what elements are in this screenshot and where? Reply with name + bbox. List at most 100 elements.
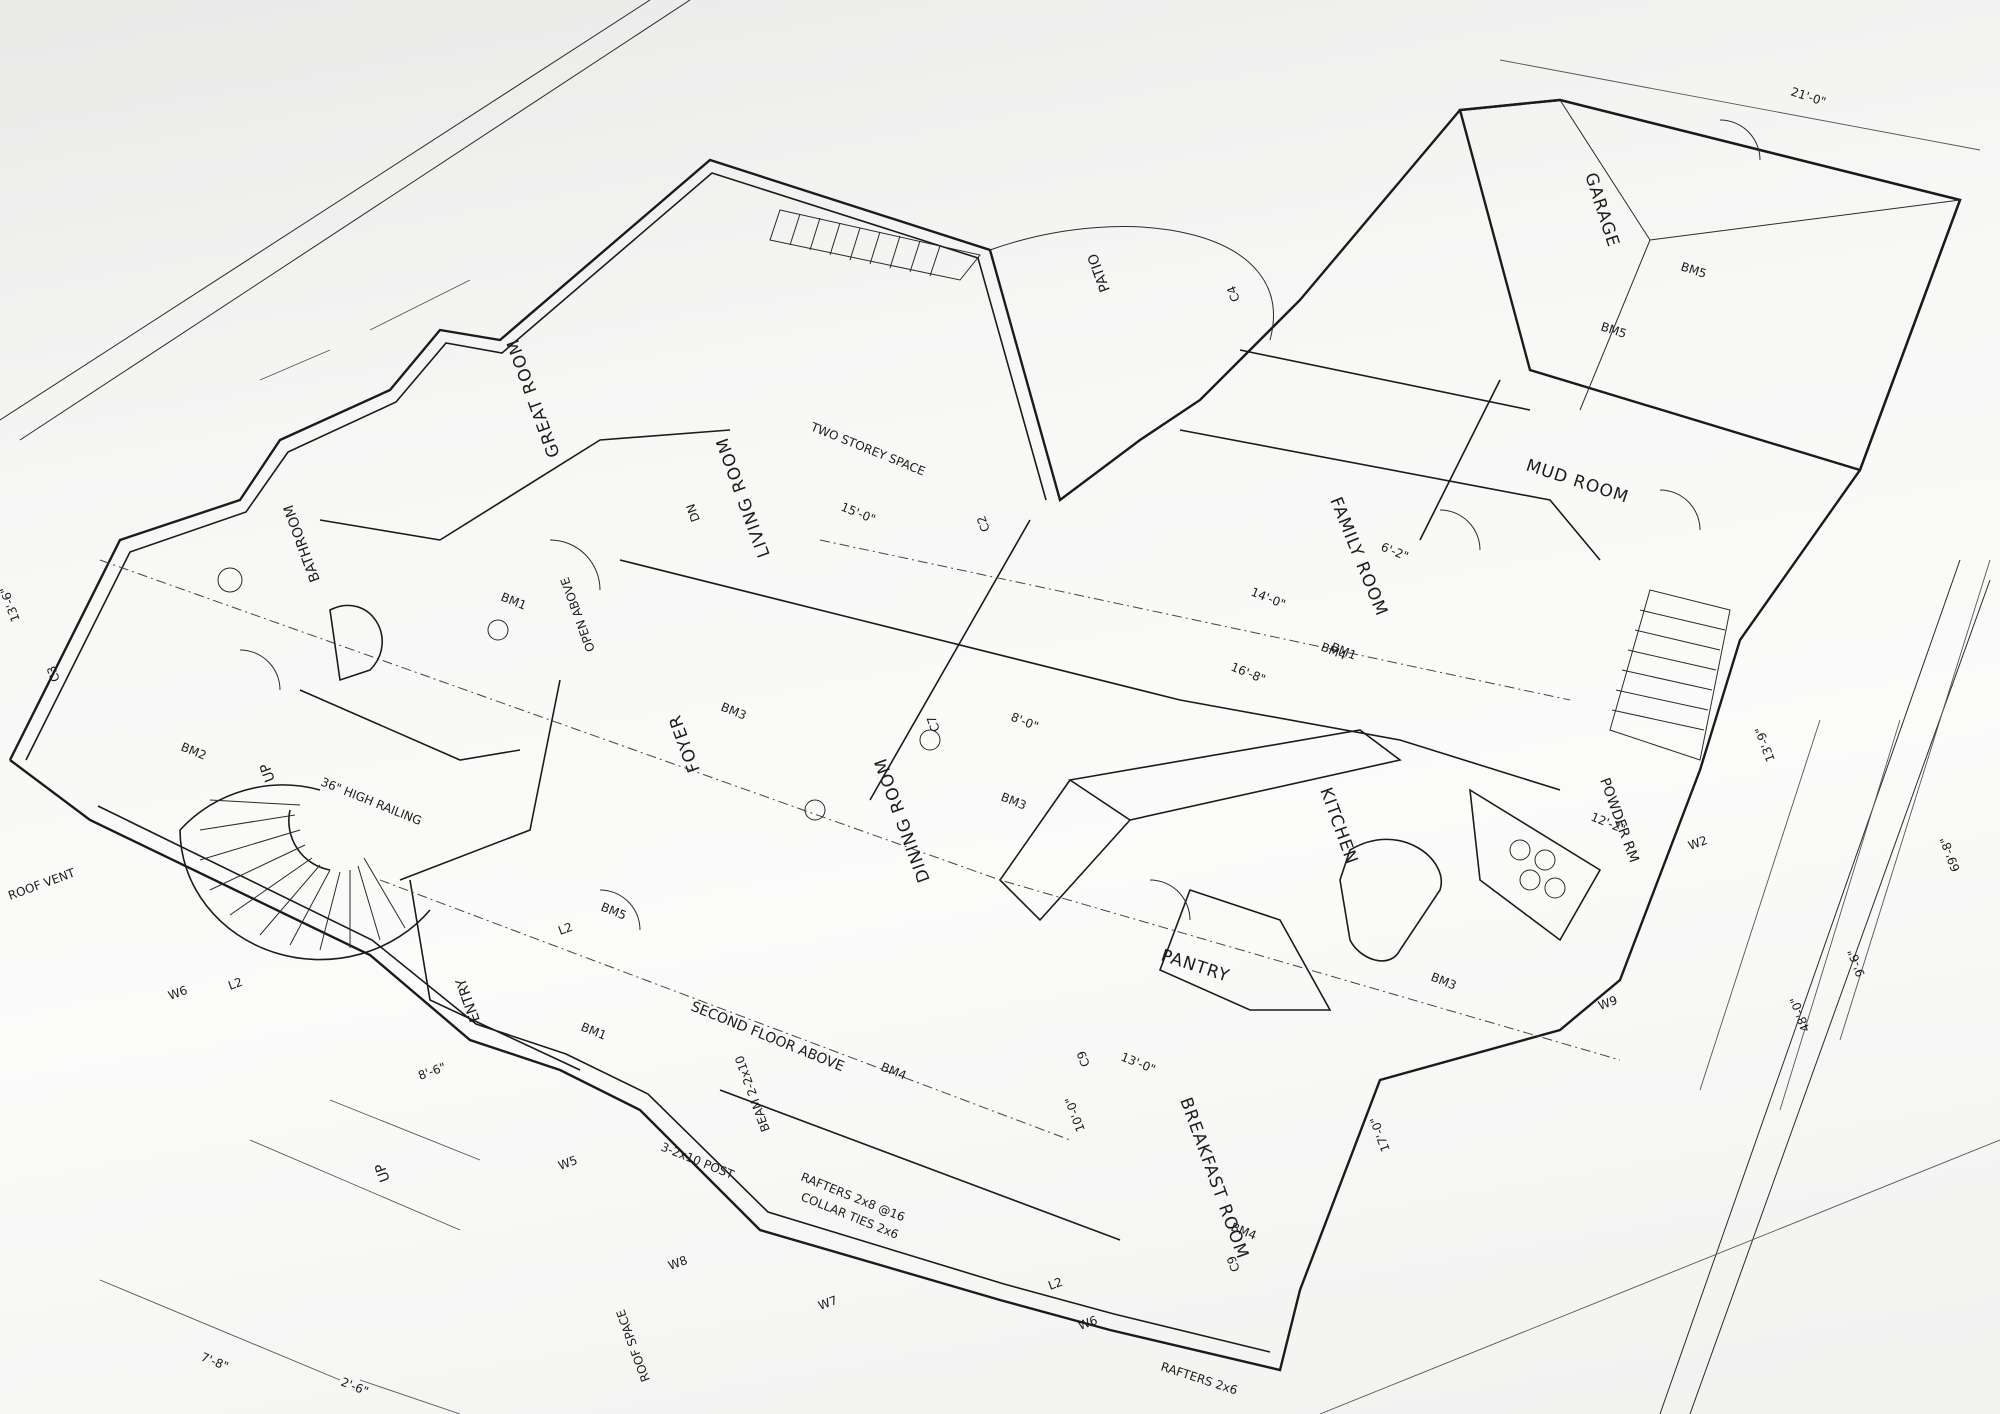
dimension-13: 7'-8" (199, 1350, 231, 1374)
dining-room-label: DINING ROOM (871, 755, 935, 885)
garage-roof-ridge (1579, 239, 1651, 411)
rafters-bottom-note: RAFTERS 2x6 (1159, 1360, 1239, 1398)
patio-label: PATIO (1085, 251, 1114, 294)
column-symbol-4 (217, 567, 243, 593)
stair-treads (199, 799, 406, 951)
entry-label: ENTRY (453, 976, 484, 1024)
beam-tag-11: BM5 (1599, 320, 1628, 341)
patio-outline (989, 226, 1274, 341)
stair-inner-arc (288, 809, 331, 871)
door-swing-6 (239, 649, 281, 691)
tag-w6-1: W6 (166, 983, 189, 1003)
interior-wall-north-inner (25, 172, 1047, 761)
roof-vent-note: ROOF VENT (6, 865, 77, 902)
stair-outer-arc (179, 784, 321, 831)
stair-dn-label: DN (683, 502, 702, 524)
wall-mudroom-north (1239, 349, 1531, 411)
beam-note: BEAM 2-2x10 (732, 1054, 773, 1134)
wall-stair (399, 679, 561, 881)
open-above-note: OPEN ABOVE (558, 575, 598, 653)
tag-w9: W9 (1596, 993, 1619, 1013)
stair-up-label-2: UP (372, 1161, 393, 1184)
tag-c9-2: C9 (1224, 1254, 1243, 1274)
tag-w7: W7 (816, 1293, 839, 1313)
tag-c7: C7 (924, 714, 943, 734)
post-note: 3-2x10 POST (659, 1140, 737, 1182)
door-swing-1 (549, 539, 601, 591)
dimension-11: 21'-0" (1789, 85, 1828, 109)
tag-w5: W5 (556, 1153, 579, 1173)
tag-l2-1: L2 (226, 975, 244, 993)
beam-tag-2: BM2 (179, 740, 209, 763)
pantry-walls (1158, 888, 1332, 1011)
tag-c3: C3 (44, 664, 63, 684)
great-room-label: GREAT ROOM (503, 336, 565, 460)
tag-l2-3: L2 (1046, 1275, 1064, 1293)
door-swing-7 (599, 889, 641, 931)
sink-bowl-3 (1519, 869, 1541, 891)
door-swing-2 (1439, 509, 1481, 551)
family-room-label: FAMILY ROOM (1325, 494, 1391, 619)
dimension-9: 69'-8" (1937, 835, 1962, 874)
wall-bathroom (319, 519, 441, 541)
wall-living-west (409, 879, 581, 1071)
column-symbol-3 (919, 729, 941, 751)
dimension-16: 6'-2" (1379, 540, 1411, 564)
wall-entry (299, 689, 521, 761)
tag-c2: C2 (974, 514, 993, 534)
tag-c4: C4 (1224, 284, 1243, 304)
column-symbol-2 (804, 799, 826, 821)
wall-mudroom-east (1419, 379, 1501, 541)
two-storey-note: TWO STOREY SPACE (808, 419, 927, 478)
kitchen-label: KITCHEN (1315, 785, 1361, 868)
exterior-wall-south (9, 469, 1861, 1372)
kitchen-counter-north (1067, 729, 1402, 821)
exterior-wall-north (8, 98, 1962, 761)
tag-w2: W2 (1686, 833, 1709, 853)
bathtub (329, 604, 383, 682)
door-swing-5 (1659, 489, 1701, 531)
pantry-label: PANTRY (1158, 946, 1232, 987)
foyer-label: FOYER (665, 712, 704, 775)
garage-label: GARAGE (1580, 170, 1623, 250)
beam-tag-5: BM3 (1429, 970, 1459, 993)
kitchen-counter-east (1469, 788, 1602, 942)
stair-east (1609, 589, 1731, 761)
garage-roof-line (1559, 99, 1961, 241)
sink-bowl-4 (1544, 877, 1566, 899)
dimension-2: 16'-8" (1229, 660, 1268, 686)
stair-east-treads (1611, 609, 1726, 731)
dimension-5: 17'-0" (1367, 1115, 1392, 1154)
beam-tag-13: BM1 (579, 1020, 609, 1043)
wall-dining-family (869, 519, 1031, 801)
interior-wall-south-inner (97, 805, 1271, 1353)
dimension-lines-sw (99, 1099, 481, 1414)
stair-north (769, 209, 981, 281)
tag-c9-1: C9 (1074, 1049, 1093, 1069)
beam-tag-10: BM5 (1679, 260, 1708, 281)
beam-line-bm4 (719, 1089, 1121, 1241)
centre-line-2 (379, 879, 1071, 1141)
dimension-lines-east (1699, 559, 1991, 1111)
beam-tag-4: BM3 (999, 790, 1029, 813)
dimension-14: 2'-6" (339, 1375, 371, 1399)
tag-l2-2: L2 (556, 920, 574, 938)
dimension-18: 13'-6" (0, 585, 23, 624)
door-swing-4 (1719, 119, 1761, 161)
dimension-lines-north (1499, 59, 1981, 151)
kitchen-island (1339, 838, 1443, 962)
sink-bowl-1 (1509, 839, 1531, 861)
stair-outer-arc-2 (179, 829, 431, 961)
stair-up-label: UP (257, 761, 278, 784)
dimension-12: 8'-6" (416, 1060, 447, 1083)
sink-bowl-2 (1534, 849, 1556, 871)
dimension-15: 13'-0" (1119, 1050, 1158, 1076)
beam-tag-3: BM3 (719, 700, 749, 723)
beam-tag-9: BM5 (599, 900, 629, 923)
centre-line-3 (819, 539, 1571, 701)
railing-note: 36" HIGH RAILING (319, 775, 424, 828)
dimension-1: 15'-0" (839, 500, 878, 526)
dimension-17: 14'-0" (1249, 585, 1288, 611)
